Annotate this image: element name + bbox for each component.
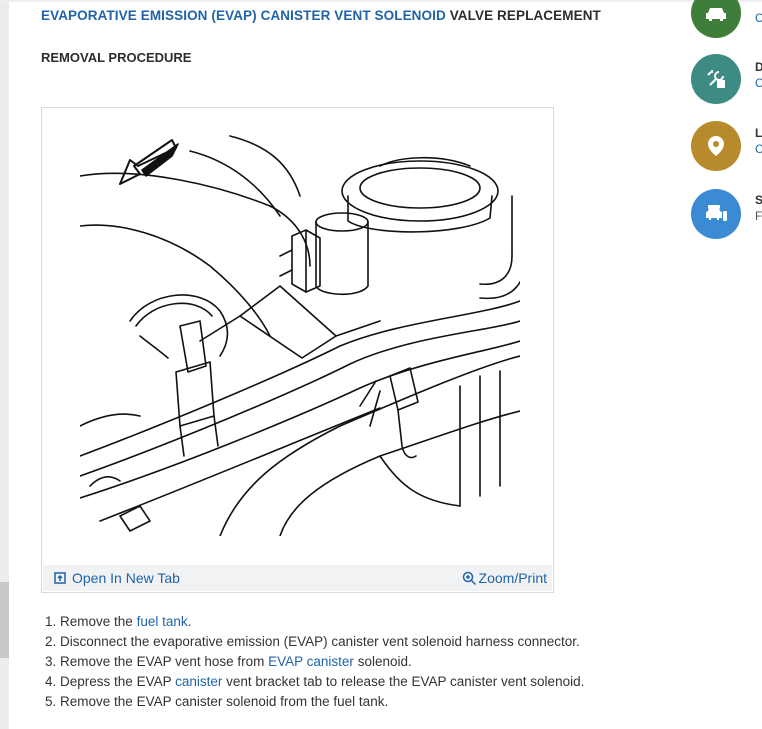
open-new-tab-icon: [54, 572, 66, 584]
zoom-magnifier-icon: [462, 571, 476, 585]
open-in-new-tab-label: Open In New Tab: [72, 570, 180, 586]
sidebar-item-diagnostic[interactable]: [691, 54, 741, 104]
sidebar-item-service[interactable]: [691, 189, 741, 239]
page-title: EVAPORATIVE EMISSION (EVAP) CANISTER VEN…: [41, 8, 601, 23]
figure-panel: Open In New Tab Zoom/Print: [41, 107, 554, 593]
sidebar-item-location[interactable]: [691, 121, 741, 171]
sidebar-text-repair: C: [755, 10, 762, 26]
vehicle-service-icon: [706, 205, 727, 221]
sidebar-link-location[interactable]: C: [755, 142, 762, 156]
zoom-print-link[interactable]: Zoom/Print: [462, 570, 547, 586]
sidebar-item-repair[interactable]: [691, 0, 741, 38]
title-text: VALVE REPLACEMENT: [449, 8, 601, 23]
sidebar-link-repair[interactable]: C: [755, 11, 762, 25]
title-link-canister-vent-solenoid[interactable]: CANISTER VENT SOLENOID: [260, 8, 446, 23]
top-divider: [0, 0, 762, 2]
link-canister[interactable]: canister: [175, 674, 223, 689]
car-repair-icon: [706, 8, 726, 21]
link-evap-canister[interactable]: EVAP canister: [268, 654, 354, 669]
scrollbar-thumb[interactable]: [0, 582, 9, 658]
title-link-evap[interactable]: (EVAP): [211, 8, 257, 23]
step-item: 4. Depress the EVAP canister vent bracke…: [45, 674, 585, 689]
left-scrollbar-track[interactable]: [0, 0, 9, 729]
procedure-steps: 1. Remove the fuel tank. 2. Disconnect t…: [45, 612, 584, 712]
step-item: 5. Remove the EVAP canister solenoid fro…: [45, 694, 389, 709]
step-item: 1. Remove the fuel tank.: [45, 614, 192, 629]
wrench-tool-icon: [707, 70, 725, 88]
direction-arrow-icon: [119, 139, 179, 185]
step-item: 2. Disconnect the evaporative emission (…: [45, 634, 580, 649]
link-fuel-tank[interactable]: fuel tank: [136, 614, 188, 629]
sidebar-link-diagnostic[interactable]: C: [755, 76, 762, 90]
figure-toolbar: Open In New Tab Zoom/Print: [43, 565, 552, 591]
step-item: 3. Remove the EVAP vent hose from EVAP c…: [45, 654, 412, 669]
sidebar-text-diagnostic: D C: [755, 60, 762, 90]
procedure-diagram[interactable]: [80, 126, 520, 536]
sidebar-text-location: L C: [755, 126, 762, 156]
location-pin-icon: [708, 136, 724, 156]
title-link-evaporative-emission[interactable]: EVAPORATIVE EMISSION: [41, 8, 208, 23]
sidebar-text-service: S F: [755, 193, 762, 223]
open-in-new-tab-link[interactable]: Open In New Tab: [54, 570, 180, 586]
section-heading: REMOVAL PROCEDURE: [41, 50, 192, 65]
zoom-print-label: Zoom/Print: [478, 570, 547, 586]
